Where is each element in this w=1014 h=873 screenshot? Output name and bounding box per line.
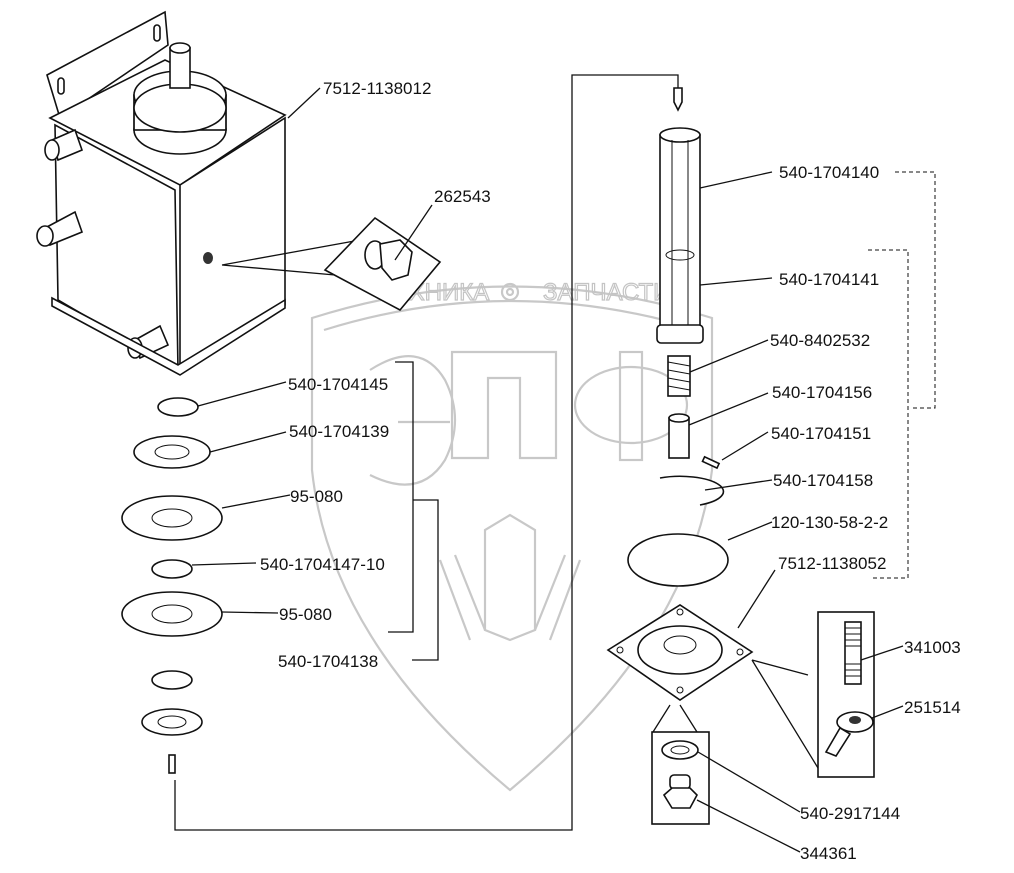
washer-1: [133, 435, 211, 469]
label-spring: 540-8402532: [770, 331, 870, 350]
label-stud: 341003: [904, 638, 961, 657]
label-stack-assembly: 540-1704138: [278, 652, 378, 671]
valve-part: [668, 413, 690, 459]
label-ring-small: 540-1704145: [288, 375, 388, 394]
stud-part: [844, 621, 862, 685]
drain-plug-part: [662, 774, 698, 809]
label-o-ring: 120-130-58-2-2: [771, 513, 888, 532]
label-ring-mid: 540-1704147-10: [260, 555, 385, 574]
wing-nut-part: [824, 711, 874, 757]
label-washer-1: 540-1704139: [289, 422, 389, 441]
watermark-letter-f: [573, 350, 689, 462]
ring-mid: [151, 559, 193, 579]
label-washer-seal: 540-2917144: [800, 804, 900, 823]
filter-part: [656, 127, 704, 344]
label-plug: 262543: [434, 187, 491, 206]
label-filter-assembly: 540-1704140: [779, 163, 879, 182]
label-tank: 7512-1138012: [323, 79, 431, 98]
washer-seal-part: [661, 740, 699, 760]
disc-2: [121, 591, 223, 637]
label-pin: 540-1704151: [771, 424, 871, 443]
label-disc-1: 95-080: [290, 487, 343, 506]
cover-part: [606, 604, 754, 701]
watermark-text-right: ЗАПЧАСТИ: [543, 279, 670, 306]
label-wing-nut: 251514: [904, 698, 961, 717]
disc-1: [121, 495, 223, 541]
gear-icon: [500, 282, 520, 302]
watermark: ТЕХНИКА ЗАПЧАСТИ: [310, 278, 714, 792]
washer-stack: [121, 397, 223, 774]
assembly-path-line: [174, 74, 679, 831]
spring-part: [667, 355, 691, 397]
o-ring-part: [627, 533, 729, 587]
snap-ring-part: [659, 475, 725, 506]
plug-part: [364, 239, 413, 281]
ring-small: [157, 397, 199, 417]
label-snap-ring: 540-1704158: [773, 471, 873, 490]
label-drain-plug: 344361: [800, 844, 857, 863]
label-disc-2: 95-080: [279, 605, 332, 624]
watermark-letter-e: [369, 355, 457, 486]
label-valve: 540-1704156: [772, 383, 872, 402]
tank-part: [36, 10, 287, 376]
watermark-letter-p: [450, 350, 558, 460]
label-cover: 7512-1138052: [778, 554, 886, 573]
label-filter-element: 540-1704141: [779, 270, 879, 289]
pin-part: [701, 455, 721, 470]
watermark-wheat: [438, 513, 582, 642]
